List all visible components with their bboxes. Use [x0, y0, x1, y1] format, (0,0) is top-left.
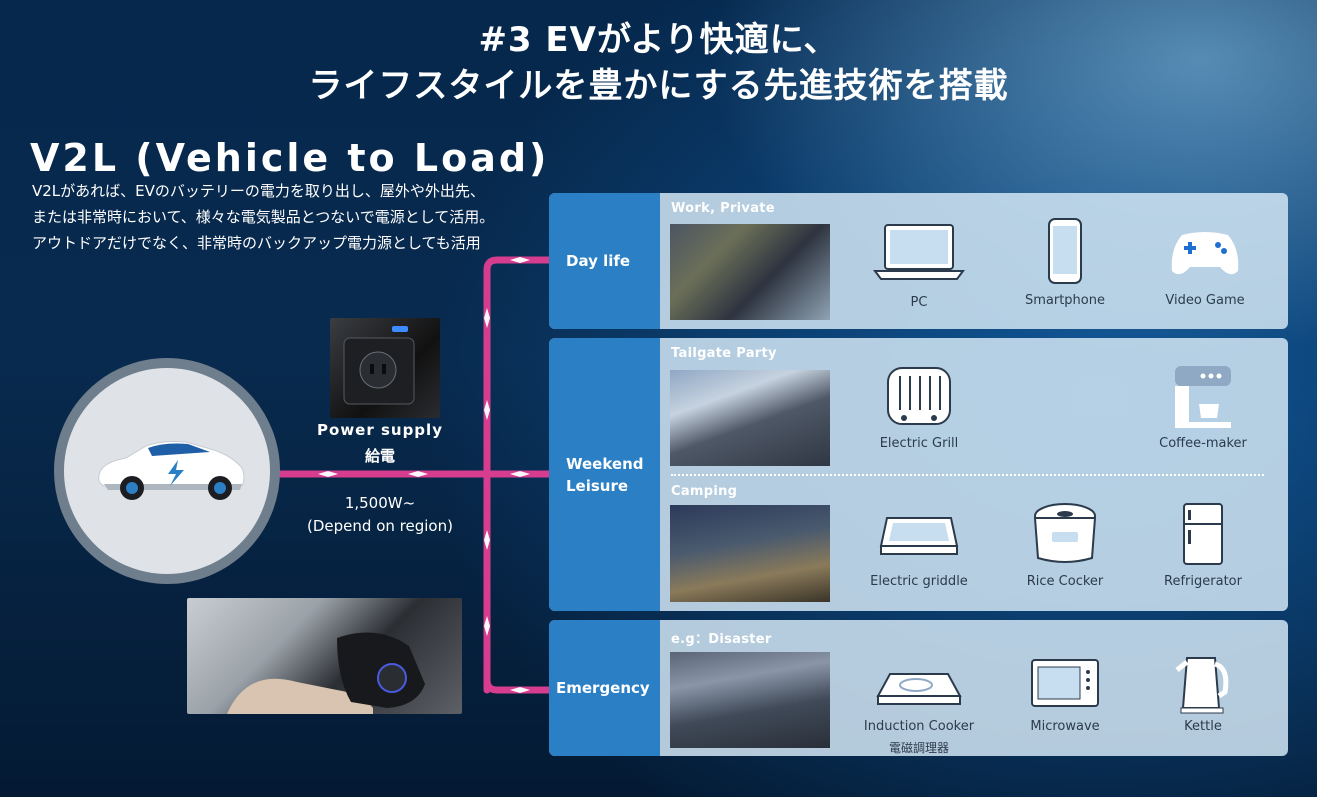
kettle-icon — [1128, 652, 1278, 714]
v2l-description-line2: または非常時において、様々な電気製品とつないで電源として活用。 — [32, 208, 495, 226]
microwave-icon — [990, 658, 1140, 708]
item-label-electric-grill: Electric Grill — [879, 436, 959, 451]
v2l-description-line3: アウトドアだけでなく、非常時のバックアップ電力源としても活用 — [32, 234, 481, 252]
power-spec-watt: 1,500W~ — [344, 494, 416, 512]
item-video-game: Video Game — [1130, 217, 1280, 317]
item-smartphone: Smartphone — [990, 217, 1140, 317]
disaster-photo — [670, 652, 830, 748]
item-label-electric-griddle: Electric griddle — [870, 574, 968, 589]
item-label-microwave: Microwave — [1030, 719, 1100, 734]
v2l-description-line1: V2Lがあれば、EVのバッテリーの電力を取り出し、屋外や外出先、 — [32, 182, 485, 200]
item-label-smartphone: Smartphone — [1024, 293, 1105, 308]
item-microwave: Microwave — [990, 644, 1140, 744]
item-label-refrigerator: Refrigerator — [1164, 574, 1242, 589]
panel-label-emergency: Emergency — [549, 620, 660, 756]
induction-cooker-icon — [844, 672, 994, 706]
item-refrigerator: Refrigerator — [1128, 503, 1278, 606]
item-coffee-maker: Coffee-maker — [1128, 362, 1278, 462]
item-electric-griddle: Electric griddle — [844, 506, 994, 606]
camping-photo — [670, 505, 830, 602]
electric-grill-icon — [844, 364, 994, 430]
item-electric-grill: Electric Grill — [844, 362, 994, 462]
refrigerator-icon — [1128, 502, 1278, 566]
laptop-icon — [844, 221, 994, 281]
power-supply-label-jp: 給電 — [364, 447, 395, 465]
charging-plug-photo — [187, 598, 462, 714]
page-title-line1: #3 EVがより快適に、 — [478, 20, 839, 60]
item-label-rice-cooker: Rice Cocker — [1026, 574, 1104, 589]
item-label-kettle: Kettle — [1184, 719, 1222, 734]
game-controller-icon — [1130, 229, 1280, 279]
item-rice-cooker: Rice Cocker — [990, 503, 1140, 606]
smartphone-icon — [990, 217, 1140, 285]
panel-label-day-life: Day life — [549, 193, 660, 329]
power-supply-label: Power supply — [317, 421, 443, 439]
item-label-induction-cooker: Induction Cooker — [863, 719, 975, 734]
item-pc: PC — [844, 217, 994, 317]
power-outlet-photo — [330, 318, 440, 418]
panel-emergency: Emergency e.g：Disaster Induction Cooker … — [549, 620, 1288, 756]
subtitle-camping: Camping — [671, 484, 738, 499]
item-label-pc: PC — [910, 295, 928, 310]
subtitle-work-private: Work, Private — [671, 201, 775, 216]
subtitle-tailgate-party: Tailgate Party — [671, 346, 777, 361]
panel-weekend-leisure: Weekend Leisure Tailgate Party Electric … — [549, 338, 1288, 611]
work-private-photo — [670, 224, 830, 320]
coffee-maker-icon — [1128, 364, 1278, 430]
power-spec-region: (Depend on region) — [307, 517, 453, 535]
panel-label-weekend-leisure: Weekend Leisure — [549, 338, 660, 611]
subtitle-disaster: e.g：Disaster — [671, 632, 772, 647]
item-label-coffee-maker: Coffee-maker — [1159, 436, 1247, 451]
section-divider — [671, 474, 1264, 476]
ev-car-illustration — [54, 358, 280, 584]
branch-line-vertical — [483, 256, 553, 694]
v2l-heading: V2L (Vehicle to Load) — [30, 136, 550, 180]
ev-car-icon — [98, 441, 245, 500]
item-kettle: Kettle — [1128, 644, 1278, 744]
panel-day-life: Day life Work, Private PC Smartphone Vid… — [549, 193, 1288, 329]
electric-griddle-icon — [844, 512, 994, 558]
item-induction-cooker: Induction Cooker 電磁調理器 — [844, 644, 994, 755]
tailgate-party-photo — [670, 370, 830, 466]
item-label-video-game: Video Game — [1165, 293, 1245, 308]
page-title-line2: ライフスタイルを豊かにする先進技術を搭載 — [308, 66, 1009, 106]
item-label-induction-cooker-jp: 電磁調理器 — [888, 741, 949, 755]
branch-line-emergency — [483, 676, 553, 694]
rice-cooker-icon — [990, 502, 1140, 566]
